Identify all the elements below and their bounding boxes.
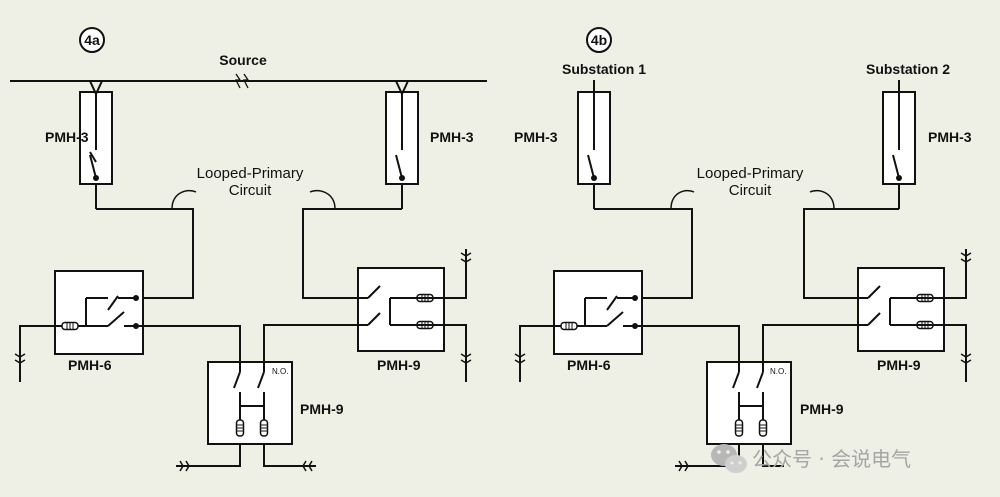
loop-right-wire bbox=[302, 208, 402, 299]
pmh3-left-label: PMH-3 bbox=[514, 129, 558, 145]
pmh3-right-switch bbox=[385, 80, 419, 209]
pmh9-right-lower-cable bbox=[944, 324, 967, 362]
pmh9-right-label: PMH-9 bbox=[377, 357, 421, 373]
pmh6-cable-wire bbox=[19, 325, 55, 362]
watermark: 公众号 · 会说电气 bbox=[711, 444, 911, 473]
pmh9-bottom-label: PMH-9 bbox=[300, 401, 344, 417]
pmh3-right-switch bbox=[882, 80, 916, 209]
pmh9-right-switch bbox=[357, 267, 445, 352]
loop-left-wire bbox=[594, 208, 693, 299]
pmh3-left-label: PMH-3 bbox=[45, 129, 89, 145]
pmh9-bottom-switch bbox=[207, 361, 293, 445]
pmh3-right-label: PMH-3 bbox=[928, 129, 972, 145]
cable-termination bbox=[175, 460, 209, 472]
cable-termination bbox=[14, 349, 26, 383]
pmh3-right-label: PMH-3 bbox=[430, 129, 474, 145]
panel-tag-4b: 4b bbox=[586, 27, 612, 53]
loop-callout-left bbox=[171, 189, 197, 210]
pmh6-label: PMH-6 bbox=[68, 357, 112, 373]
cable-termination bbox=[460, 248, 472, 282]
cable-termination bbox=[514, 349, 526, 383]
pmh3-left-switch bbox=[79, 80, 113, 209]
substation1-label: Substation 1 bbox=[562, 61, 646, 77]
normally-open-label: N.O. bbox=[770, 367, 786, 376]
tie-wire-right bbox=[263, 324, 303, 362]
loop-callout-left bbox=[670, 189, 695, 210]
pmh6-cable-wire bbox=[519, 325, 554, 362]
source-label: Source bbox=[219, 52, 267, 68]
pmh9-right-upper-cable bbox=[444, 272, 467, 299]
pmh9-right-lower-cable bbox=[444, 324, 467, 362]
wechat-icon bbox=[711, 444, 747, 473]
loop-label-line1: Looped-Primary bbox=[697, 165, 804, 182]
watermark-text: 公众号 · 会说电气 bbox=[752, 447, 911, 471]
pmh9-right-label: PMH-9 bbox=[877, 357, 921, 373]
substation2-label: Substation 2 bbox=[866, 61, 950, 77]
pmh6-label: PMH-6 bbox=[567, 357, 611, 373]
loop-label-line1: Looped-Primary bbox=[197, 165, 304, 182]
cable-termination bbox=[960, 349, 972, 383]
loop-callout-right bbox=[809, 189, 835, 210]
loop-right-wire bbox=[803, 208, 899, 299]
cable-termination bbox=[460, 349, 472, 383]
tie-wire-right bbox=[762, 324, 804, 362]
break-symbol bbox=[234, 73, 250, 89]
tie-wire-left bbox=[635, 325, 740, 362]
panel-4a: 4a Source PMH-3 PMH-3 bbox=[10, 27, 487, 472]
panel-4b: 4b Substation 1 Substation 2 PMH-3 PMH-3… bbox=[514, 27, 972, 472]
cable-termination bbox=[674, 460, 708, 472]
pmh9-bottom-right-cable bbox=[263, 444, 306, 467]
pmh3-left-switch bbox=[577, 80, 611, 209]
cable-termination bbox=[960, 248, 972, 282]
svg-text:4b: 4b bbox=[591, 32, 607, 48]
loop-left-wire bbox=[96, 208, 194, 299]
normally-open-label: N.O. bbox=[272, 367, 288, 376]
pmh6-switch bbox=[54, 270, 144, 355]
pmh9-bottom-label: PMH-9 bbox=[800, 401, 844, 417]
panel-tag-4a: 4a bbox=[79, 27, 105, 53]
loop-label-line2: Circuit bbox=[229, 182, 272, 199]
cable-termination bbox=[283, 460, 317, 472]
loop-callout-right bbox=[309, 189, 336, 210]
pmh9-bottom-right-cable bbox=[762, 444, 784, 467]
tie-wire-left bbox=[136, 325, 241, 362]
pmh9-right-switch bbox=[857, 267, 945, 352]
pmh9-right-upper-cable bbox=[944, 272, 967, 299]
pmh9-bottom-switch bbox=[706, 361, 792, 445]
pmh6-switch bbox=[553, 270, 643, 355]
pmh9-bottom-left-cable bbox=[190, 444, 241, 467]
svg-text:4a: 4a bbox=[84, 32, 100, 48]
loop-label-line2: Circuit bbox=[729, 182, 772, 199]
